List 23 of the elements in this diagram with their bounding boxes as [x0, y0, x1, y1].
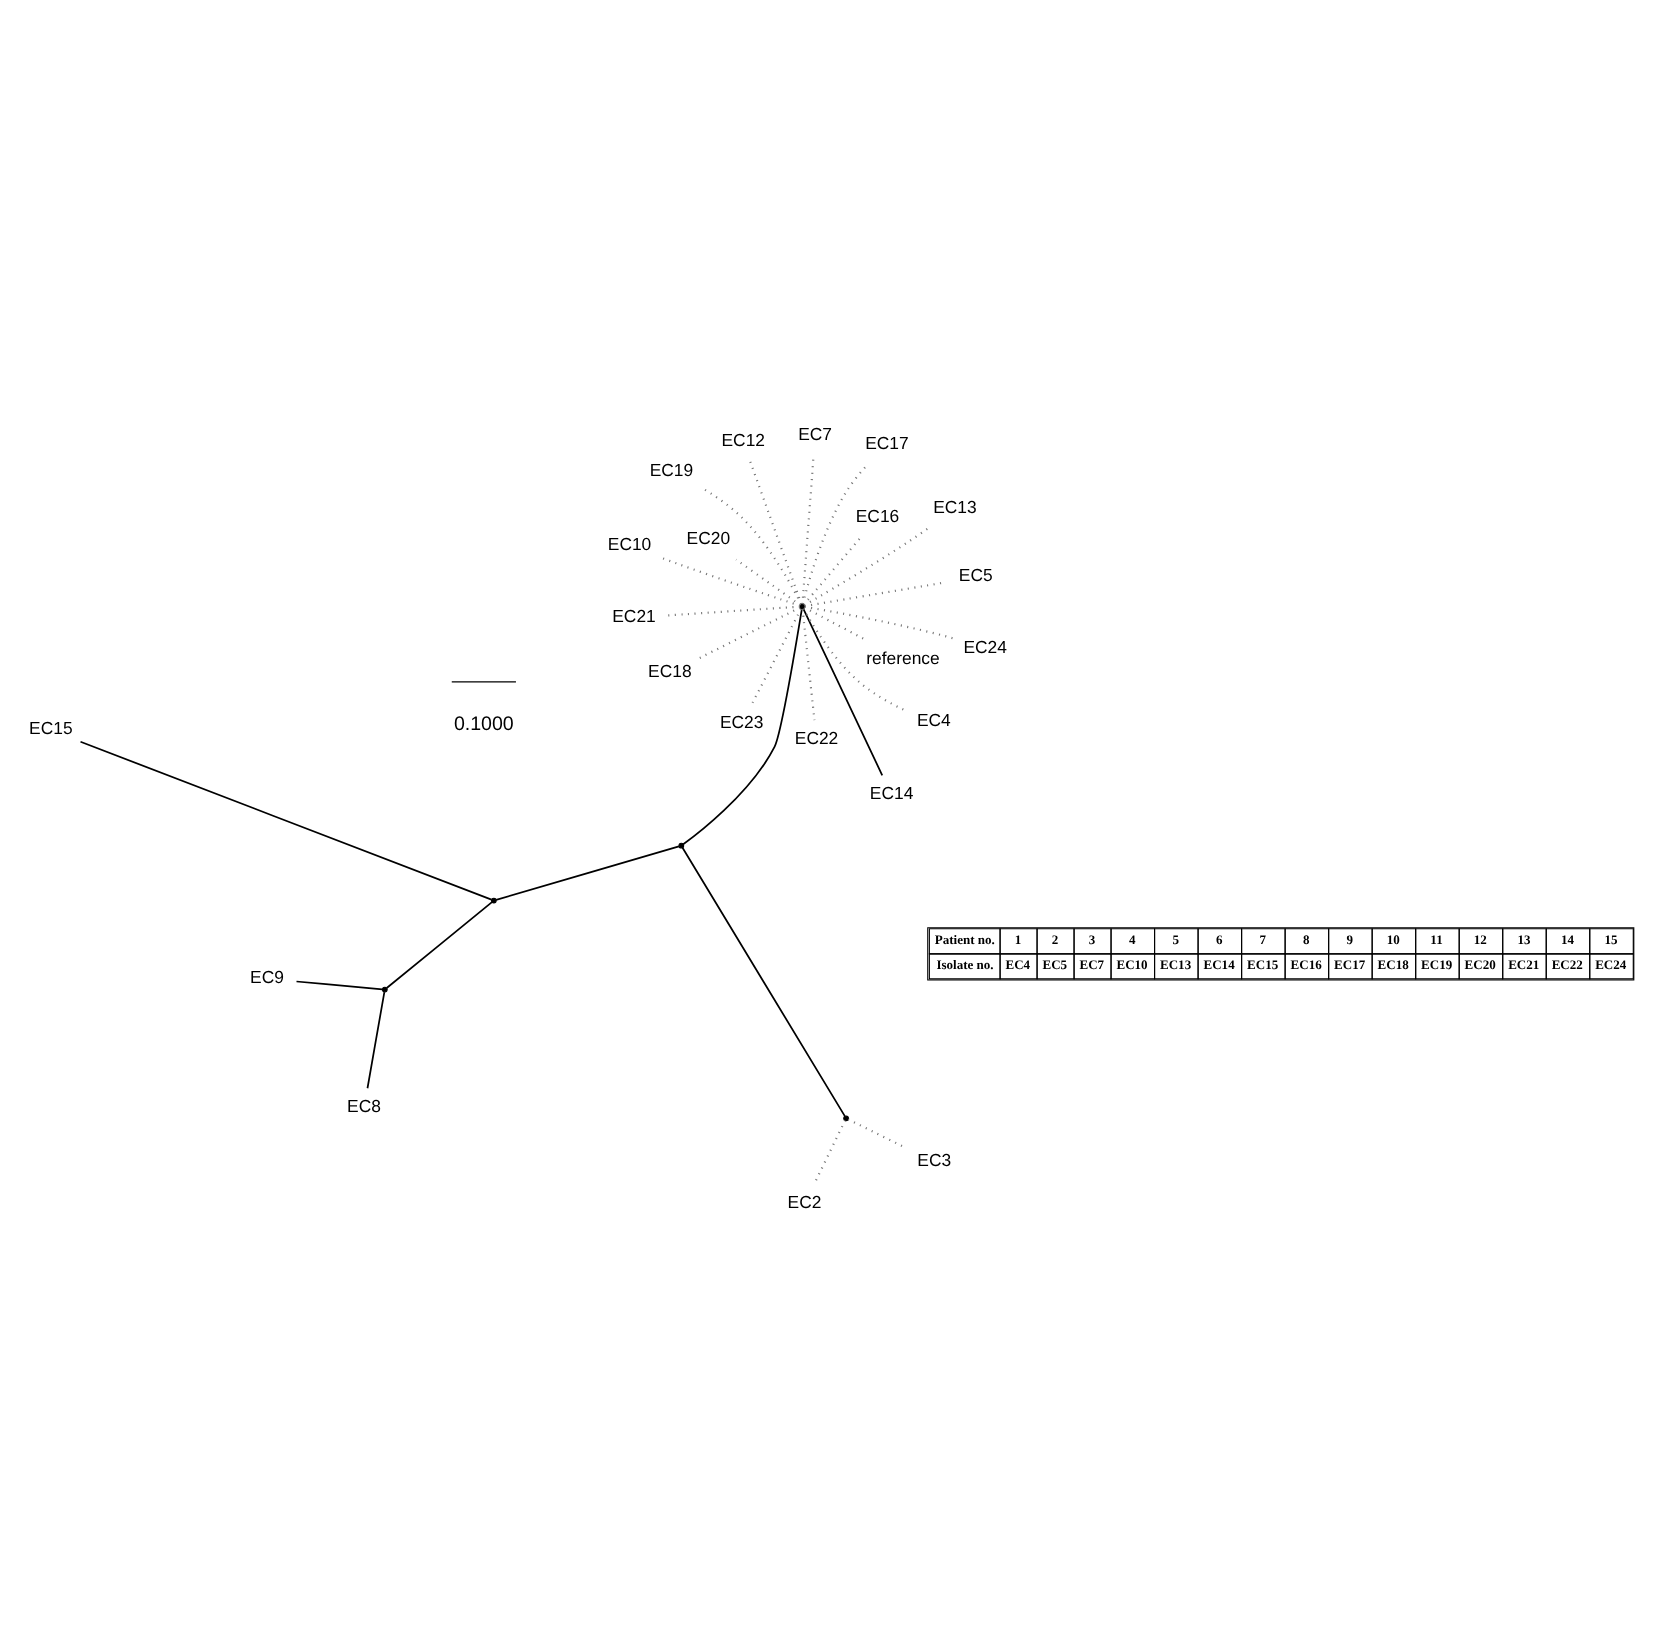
node-text: EC17	[865, 432, 909, 453]
node-text: EC4	[916, 709, 951, 730]
node-text: EC9	[250, 965, 284, 986]
node-text: EC8	[347, 1095, 381, 1116]
node-text: EC7	[798, 423, 832, 444]
node-text: EC18	[648, 660, 692, 681]
node-text: EC23	[719, 710, 764, 731]
node-text: EC12	[721, 429, 765, 450]
node-text: EC19	[649, 459, 694, 480]
node-text: EC5	[958, 564, 993, 585]
node-text: EC22	[794, 726, 839, 747]
node-text: reference	[866, 646, 940, 667]
node-text: EC13	[933, 495, 977, 516]
node-text: EC16	[855, 504, 900, 525]
node-text: EC24	[963, 636, 1007, 657]
node-text: EC3	[917, 1149, 952, 1170]
node-text: EC10	[607, 532, 652, 553]
node-text: EC15	[29, 717, 73, 738]
label: 0.1000	[453, 713, 514, 736]
node-text: EC2	[787, 1191, 822, 1212]
node-text: EC14	[869, 782, 914, 803]
node-text: EC20	[686, 527, 731, 548]
node-text: EC21	[612, 604, 656, 625]
